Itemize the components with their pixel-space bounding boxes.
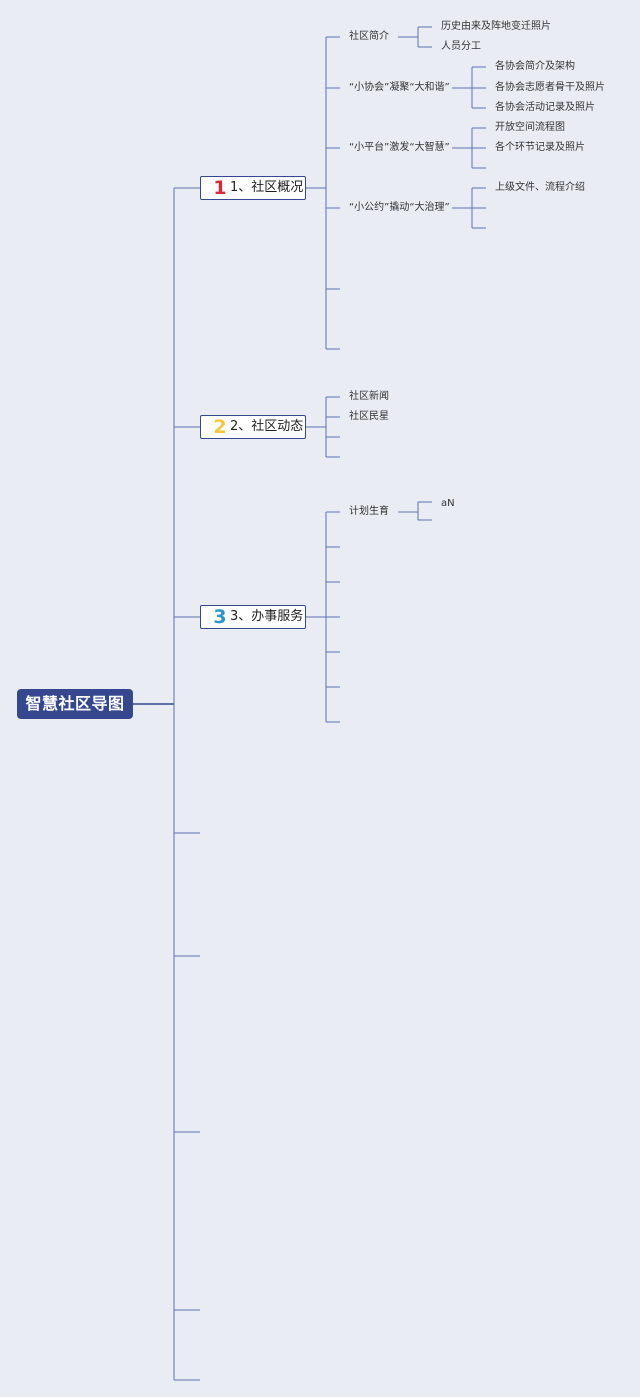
topic-association-volunteers[interactable]: 各协会志愿者骨干及照片	[495, 82, 605, 93]
topic-community-news[interactable]: 社区新闻	[349, 391, 389, 402]
topic-step-records[interactable]: 各个环节记录及照片	[495, 142, 585, 153]
branch-label: 3、办事服务	[230, 609, 304, 624]
topic-platform[interactable]: “小平台”激发“大智慧”	[349, 142, 450, 153]
branch-label: 2、社区动态	[230, 419, 304, 434]
topic-associations[interactable]: “小协会”凝聚“大和谐”	[349, 82, 450, 93]
topic-community-stars[interactable]: 社区民星	[349, 411, 389, 422]
topic-history-photos[interactable]: 历史由来及阵地变迁照片	[441, 21, 551, 32]
number-marker-icon: 1	[213, 177, 227, 199]
topic-open-space-flow[interactable]: 开放空间流程图	[495, 122, 565, 133]
topic-family-planning[interactable]: 计划生育	[349, 506, 389, 517]
topic-documents-flow[interactable]: 上级文件、流程介绍	[495, 182, 585, 193]
topic-staff-roles[interactable]: 人员分工	[441, 41, 481, 52]
topic-convention[interactable]: “小公约”撬动“大治理”	[349, 202, 450, 213]
root-node[interactable]: 智慧社区导图	[17, 689, 133, 719]
number-marker-icon: 3	[213, 606, 227, 628]
topic-an[interactable]: aN	[441, 498, 455, 509]
branch-label: 1、社区概况	[230, 180, 304, 195]
branch-node-community-news[interactable]: 2 2、社区动态	[200, 415, 306, 439]
branch-node-community-overview[interactable]: 1 1、社区概况	[200, 176, 306, 200]
number-marker-icon: 2	[213, 416, 227, 438]
topic-association-activities[interactable]: 各协会活动记录及照片	[495, 102, 595, 113]
branch-node-services[interactable]: 3 3、办事服务	[200, 605, 306, 629]
topic-association-intro[interactable]: 各协会简介及架构	[495, 61, 575, 72]
topic-community-intro[interactable]: 社区简介	[349, 31, 389, 42]
